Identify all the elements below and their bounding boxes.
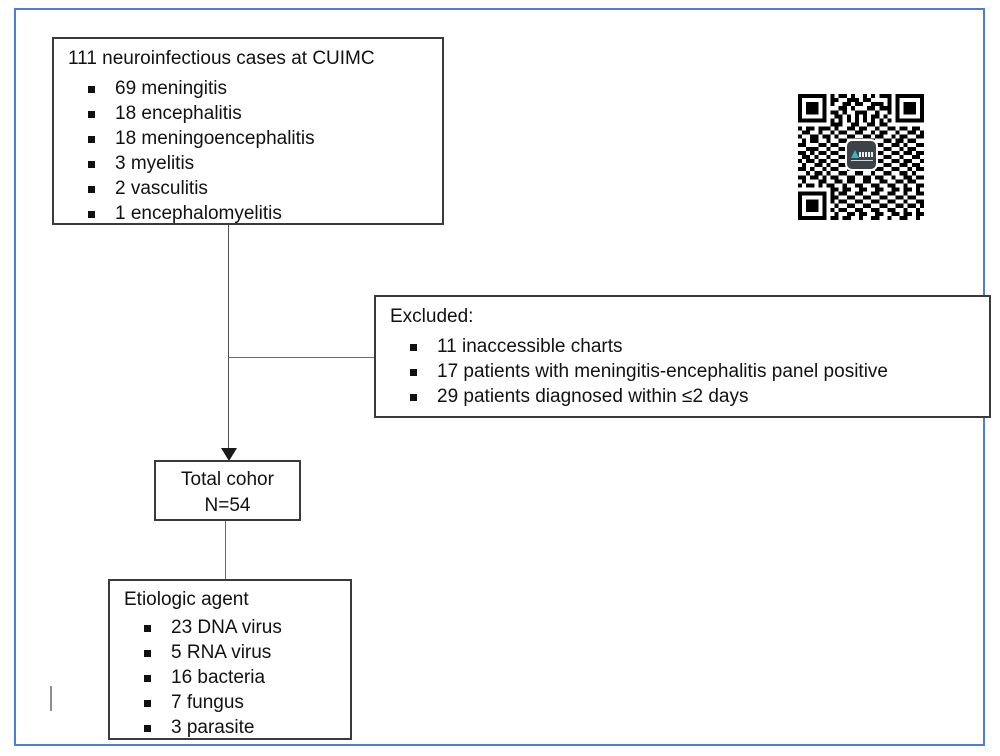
box-total-cohort: Total cohor N=54 [154, 460, 301, 521]
list-item: 16 bacteria [124, 665, 282, 690]
qr-center-logo-badge [845, 139, 878, 171]
logo-wordmark-icon [859, 152, 873, 157]
bullet-square-icon [144, 700, 151, 707]
etiologic-agent-list: 23 DNA virus 5 RNA virus 16 bacteria 7 f… [124, 615, 282, 740]
etiologic-agent-title: Etiologic agent [124, 589, 249, 610]
list-item: 7 fungus [124, 690, 282, 715]
box-etiologic-agent: Etiologic agent 23 DNA virus 5 RNA virus… [108, 579, 352, 740]
logo-triangle-icon [851, 150, 859, 158]
qr-code[interactable] [798, 94, 924, 220]
total-cohort-count: N=54 [204, 495, 251, 516]
total-cohort-title: Total cohor [181, 469, 274, 490]
list-item: 11 inaccessible charts [390, 334, 888, 359]
list-item: 1 encephalomyelitis [68, 201, 315, 226]
bullet-square-icon [410, 344, 417, 351]
list-item: 5 RNA virus [124, 640, 282, 665]
bullet-square-icon [144, 725, 151, 732]
bullet-square-icon [88, 86, 95, 93]
total-cohort-inner: Total cohor N=54 [156, 467, 299, 519]
bullet-square-icon [410, 369, 417, 376]
bullet-square-icon [410, 394, 417, 401]
connector-branch-to-excluded [228, 357, 374, 358]
bullet-square-icon [144, 625, 151, 632]
list-item: 18 encephalitis [68, 101, 315, 126]
list-item: 3 myelitis [68, 151, 315, 176]
bullet-square-icon [88, 161, 95, 168]
connector-source-to-cohort [228, 225, 229, 453]
source-cohort-list: 69 meningitis 18 encephalitis 18 meningo… [68, 76, 315, 226]
excluded-title: Excluded: [390, 306, 474, 327]
list-item: 29 patients diagnosed within ≤2 days [390, 384, 888, 409]
excluded-list: 11 inaccessible charts 17 patients with … [390, 334, 888, 409]
list-item: 69 meningitis [68, 76, 315, 101]
list-item: 17 patients with meningitis-encephalitis… [390, 359, 888, 384]
list-item: 2 vasculitis [68, 176, 315, 201]
bullet-square-icon [88, 211, 95, 218]
list-item: 3 parasite [124, 715, 282, 740]
text-caret-artifact [50, 686, 52, 711]
bullet-square-icon [144, 675, 151, 682]
bullet-square-icon [88, 136, 95, 143]
list-item: 23 DNA virus [124, 615, 282, 640]
figure-frame: 111 neuroinfectious cases at CUIMC 69 me… [14, 8, 991, 746]
bullet-square-icon [88, 111, 95, 118]
list-item: 18 meningoencephalitis [68, 126, 315, 151]
logo-underline-icon [851, 160, 873, 161]
arrowhead-into-cohort-icon [221, 448, 237, 461]
box-excluded: Excluded: 11 inaccessible charts 17 pati… [374, 295, 991, 418]
connector-cohort-to-etiology [225, 521, 226, 579]
source-cohort-title: 111 neuroinfectious cases at CUIMC [68, 48, 375, 69]
bullet-square-icon [144, 650, 151, 657]
box-source-cohort: 111 neuroinfectious cases at CUIMC 69 me… [52, 37, 444, 225]
bullet-square-icon [88, 186, 95, 193]
